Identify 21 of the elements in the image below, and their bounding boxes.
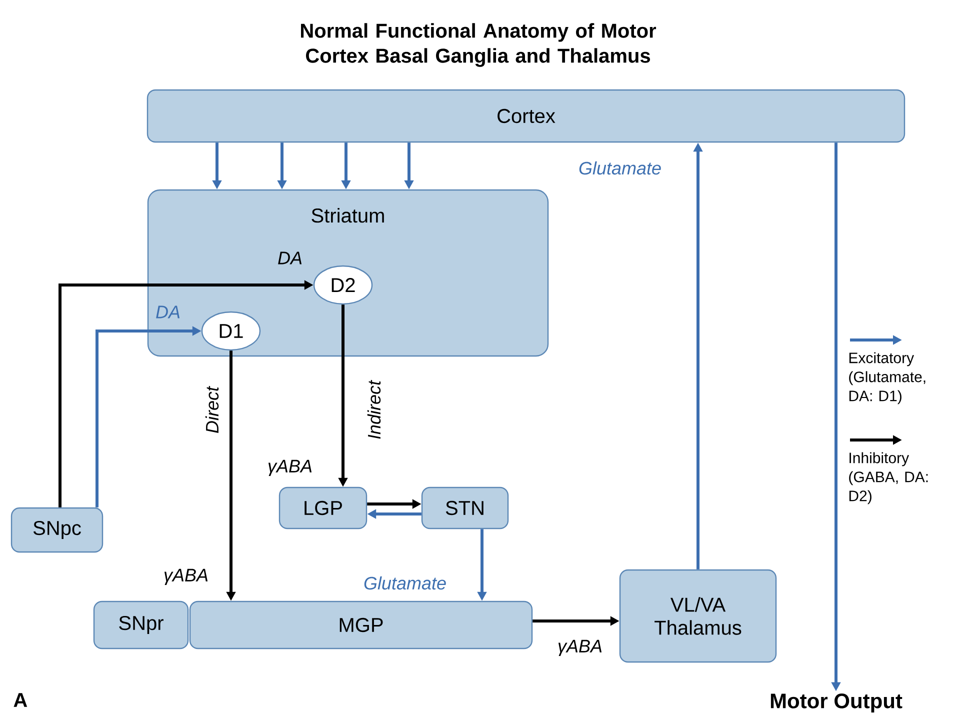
nucleus-box: SNpc xyxy=(10,507,104,553)
edge-label: Direct xyxy=(205,386,219,433)
nucleus-box: SNpr xyxy=(93,600,189,650)
legend-text: Inhibitory (GABA, DA: D2) xyxy=(849,452,928,504)
panel-letter: A xyxy=(14,693,28,707)
edge-label: Glutamate xyxy=(364,576,446,590)
edge-label: Indirect xyxy=(367,380,381,439)
neurotransmitter-label: γABA xyxy=(268,460,312,476)
edge-label: DA xyxy=(156,306,180,318)
nucleus-box: LGP xyxy=(278,486,368,530)
title: Normal Functional Anatomy of Motor Cortex Basal Ganglia and Thalamus xyxy=(301,23,656,67)
edge-label: γABA xyxy=(558,640,602,656)
output-label: Motor Output xyxy=(770,693,902,712)
nucleus-box: MGP xyxy=(189,600,533,650)
nucleus-box: Cortex xyxy=(146,89,906,143)
nucleus-box: STN xyxy=(421,486,509,530)
neurotransmitter-label: γABA xyxy=(164,568,208,586)
edge-label: DA xyxy=(278,252,302,264)
nucleus-box: VL/VA Thalamus xyxy=(619,569,777,663)
legend-text: Excitatory (Glutamate, DA: D1) xyxy=(849,352,926,404)
edge-label: Glutamate xyxy=(579,161,661,175)
